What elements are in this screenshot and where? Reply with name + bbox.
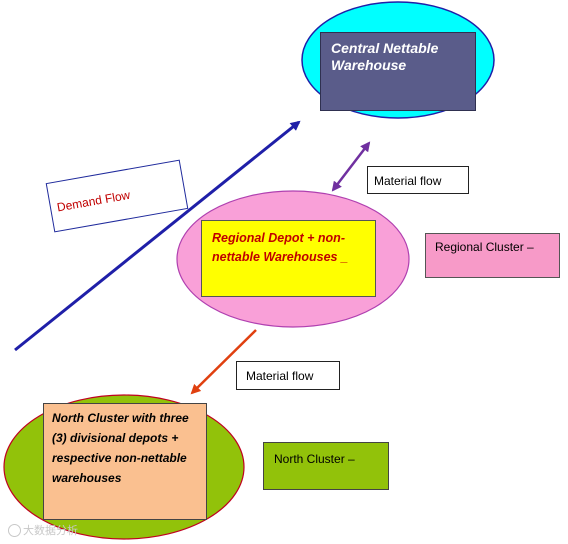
north-cluster-legend: North Cluster – [263,442,389,490]
regional-cluster-label: Regional Cluster – [435,240,534,254]
watermark-text: 大数据分析 [23,525,78,537]
demand-flow-arrow [14,120,301,352]
demand-flow-label: Demand Flow [55,187,132,215]
watermark: 大数据分析 [8,522,78,538]
north-cluster-legend-label: North Cluster – [274,452,355,466]
material-flow-label-bottom-box: Material flow [236,361,340,390]
north-cluster-label: North Cluster with three (3) divisional … [52,411,189,485]
material-flow-arrow-bottom [190,329,257,395]
material-flow-label-bottom: Material flow [246,369,314,383]
regional-cluster-legend: Regional Cluster – [425,233,560,278]
material-flow-label-top: Material flow [374,174,442,188]
central-warehouse-label: Central Nettable Warehouse [331,40,439,73]
central-warehouse-box: Central Nettable Warehouse [320,32,476,111]
regional-depot-box: Regional Depot + non-nettable Warehouses… [201,220,376,297]
north-cluster-box: North Cluster with three (3) divisional … [43,403,207,520]
material-flow-arrow-top [331,141,371,192]
watermark-logo-icon [8,523,21,537]
material-flow-label-top-box: Material flow [367,166,469,194]
regional-depot-label: Regional Depot + non-nettable Warehouses… [212,231,348,264]
